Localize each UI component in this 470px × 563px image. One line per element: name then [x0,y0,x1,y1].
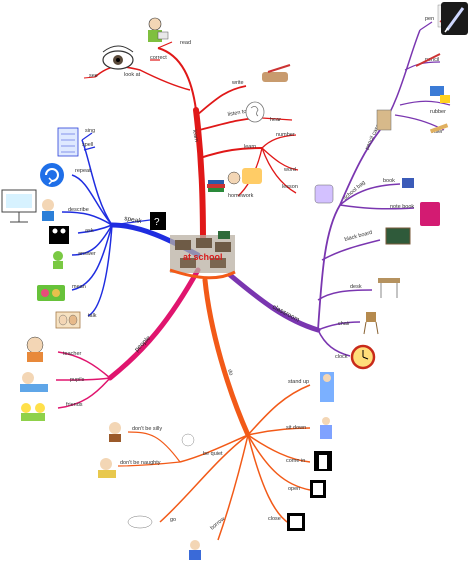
leaf-mean: mean [72,284,86,290]
leaf-sing: sing [85,128,95,134]
leaf-dont-be-naughty: don't be naughty [120,460,161,466]
writing-hand-icon [262,64,291,82]
leaf-sit-down: sit down [286,425,306,431]
door-icon [314,451,332,471]
friends-icon [21,403,45,421]
screen-icon [1,189,54,223]
reading-kid-icon [148,17,169,42]
clock-icon [350,344,376,370]
leaf-homework: homework [228,193,254,199]
sit-icon [320,417,332,439]
branch-learn-label: learn [191,129,199,142]
leaf-see: see [89,73,98,79]
ear-icon [245,101,265,123]
leaf-hear: hear [270,117,281,123]
leaf-come-in: come in [286,458,305,464]
leaf-listen-to: listen to [227,109,247,118]
leaf-stand-up: stand up [288,379,309,385]
close-door-icon [287,480,326,531]
central-title: at school [183,252,223,262]
pen-logo-icon [441,2,468,35]
question-icon: ? [150,212,166,230]
qa-icon [49,226,69,244]
repeat-icon [40,163,64,187]
chair-icon [363,312,379,335]
blackboard-icon [385,227,411,245]
leaf-chair: chair [338,321,350,327]
leaf-talk: talk [88,313,97,319]
books-icon [207,180,225,192]
leaf-rubber: rubber [430,109,446,115]
leaf-desk: desk [350,284,362,290]
leaf-friends: friends [66,402,83,408]
leaf-correct: correct [150,55,167,61]
leaf-clock: clock [335,354,348,360]
be-quiet-figure-icon [98,422,195,478]
leaf-answer: answer [78,251,96,257]
branch-classroom-label: classroom [271,304,300,324]
bag-icon [314,109,440,226]
leaf-teacher: teacher [63,351,82,357]
leaf-describe: describe [68,207,89,213]
leaf-note-book: note book [390,204,414,210]
leaf-close: close [268,516,281,522]
svg-text:?: ? [154,217,160,228]
classroom-icon [169,231,236,280]
leaf-pupils: pupils [70,377,85,383]
leaf-number: number [276,132,295,138]
answer-figure-icon [53,251,63,269]
desk-icon [378,278,400,298]
numbers-icon [227,168,262,185]
leaf-ruler: ruler [432,129,443,135]
teacher-icon [26,336,44,362]
leaf-read: read [180,40,191,46]
leaf-word: word [283,167,296,173]
talk-icon [55,311,81,329]
leaf-pen: pen [425,16,434,22]
leaf-learn: learn [244,144,256,150]
leaf-write: write [231,80,244,86]
alphabet-icon [57,127,79,157]
branch-do-label: do [226,369,234,377]
leaf-lesson: lesson [282,184,298,190]
eye-icon [102,45,134,70]
go-figure-icon [127,515,201,560]
leaf-spell: spell [82,142,93,148]
leaf-go: go [170,517,176,523]
leaf-dont-be-silly: don't be silly [132,426,162,432]
leaf-ask: ask [85,228,94,234]
leaf-book: book [383,178,395,184]
pupils-icon [20,372,48,392]
stand-icon [320,372,334,402]
leaf-look-at: look at [124,72,141,78]
leaf-open: open [288,486,300,492]
leaf-black-board: black board [344,230,373,243]
leaf-repeat: repeat [75,168,91,174]
sing-icon [37,285,65,301]
leaf-pencil: pencil [425,57,439,63]
leaf-be-quiet: be quiet [203,451,223,457]
branch-speak-label: speak [124,215,143,225]
